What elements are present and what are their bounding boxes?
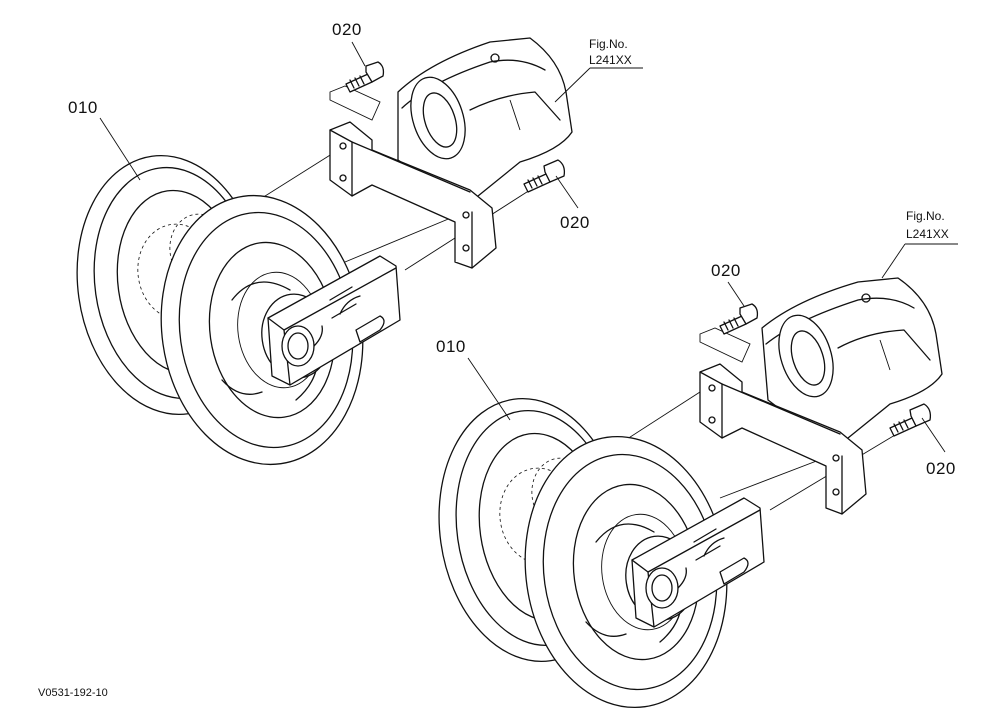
bolt-top: [345, 61, 385, 93]
assembly-1-bolt-right-label: 020: [560, 213, 590, 232]
assembly-2-bolt-right-label: 020: [926, 459, 956, 478]
idler-bracket: [329, 37, 573, 269]
leader-lines: [99, 41, 643, 209]
assembly-2-idler-label: 010: [436, 337, 466, 356]
assembly-1-fig-number: L241XX: [589, 53, 632, 67]
bolt-right: [889, 403, 932, 437]
assembly-1-bolt-top-label: 020: [332, 20, 362, 39]
assembly-2-fig-number: L241XX: [906, 227, 949, 241]
idler-wheel: [76, 154, 401, 466]
bolt-right: [523, 159, 566, 193]
idler-wheel: [438, 398, 765, 709]
leader-lines: [467, 243, 958, 453]
idler-bracket: [699, 277, 943, 515]
drawing-code: V0531-192-10: [38, 687, 108, 699]
bolt-top: [719, 303, 759, 335]
assembly-1-fig-label: Fig.No.: [589, 37, 628, 51]
assembly-1: [76, 37, 643, 466]
assembly-1-idler-label: 010: [68, 98, 98, 117]
assembly-2: [438, 243, 958, 709]
assembly-2-bolt-top-label: 020: [711, 261, 741, 280]
assembly-2-fig-label: Fig.No.: [906, 209, 945, 223]
labels: 010 020 020 Fig.No. L241XX 010 020 020 F…: [38, 20, 956, 699]
